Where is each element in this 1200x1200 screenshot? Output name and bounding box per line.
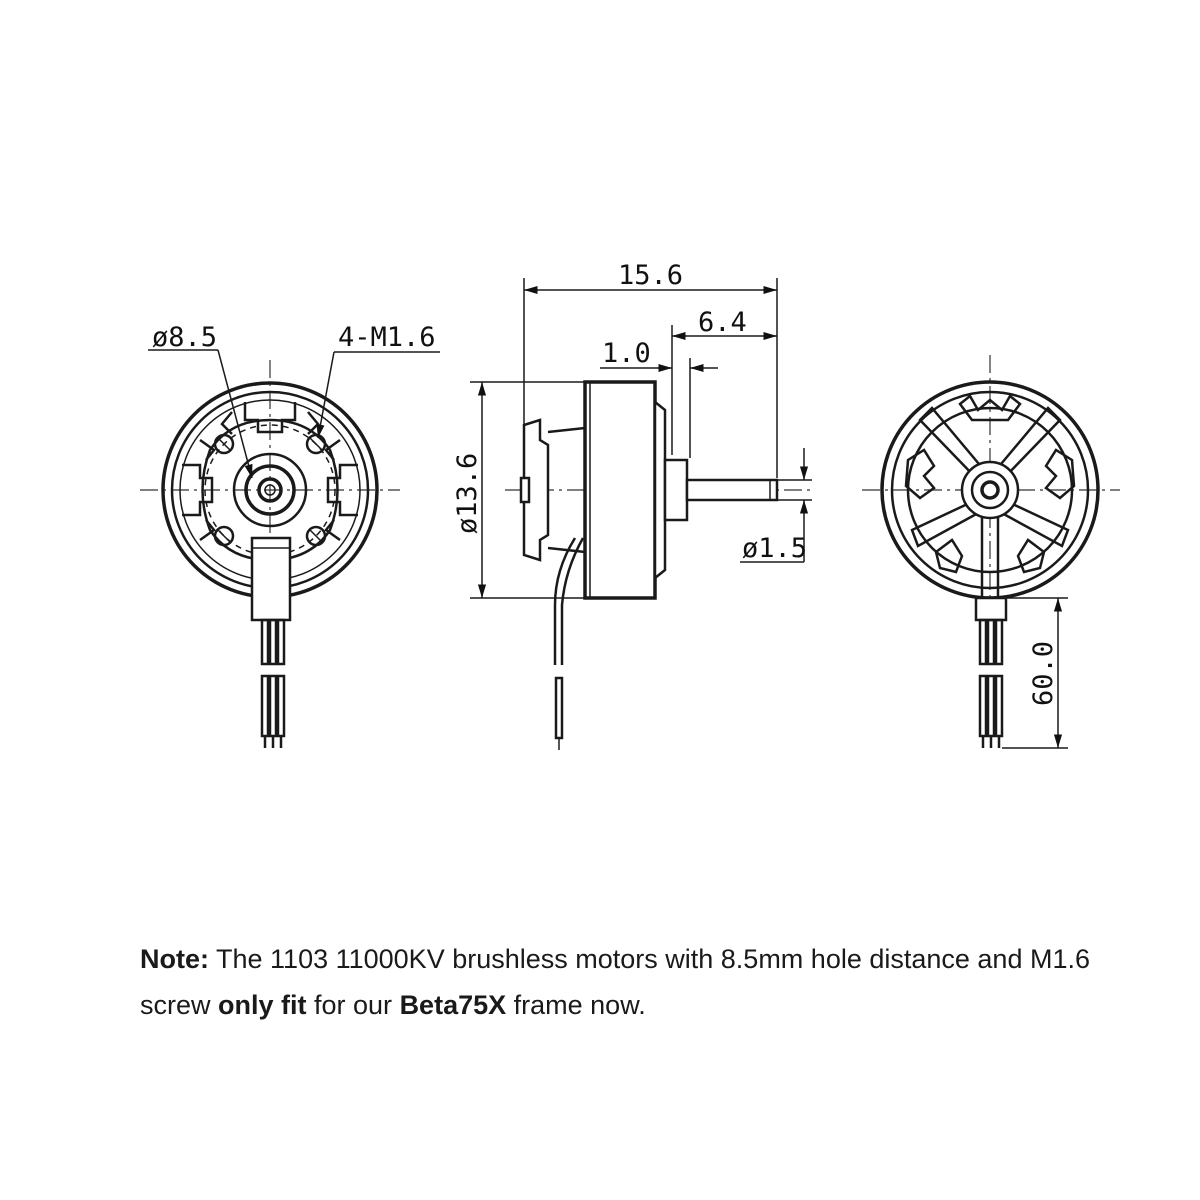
wire-length-label: 60.0 (1028, 641, 1059, 706)
total-length-label: 15.6 (618, 260, 683, 291)
note-emphasis-frame: Beta75X (399, 990, 507, 1020)
motor-diameter-label: ø13.6 (452, 453, 483, 534)
rear-view (862, 355, 1120, 749)
hub-diameter-label: ø8.5 (152, 322, 217, 353)
note-emphasis-fit: only fit (218, 990, 307, 1020)
flange-thickness-label: 1.0 (602, 338, 651, 369)
front-view (140, 349, 440, 748)
compatibility-note: Note: The 1103 11000KV brushless motors … (140, 936, 1100, 1028)
side-view (470, 278, 812, 750)
note-label: Note: (140, 944, 209, 974)
note-text-1: The 1103 11000KV brushless motors with 8… (140, 944, 1090, 1020)
shaft-diameter-label: ø1.5 (742, 533, 807, 564)
note-text-3: frame now. (506, 990, 646, 1020)
note-text-2: for our (306, 990, 400, 1020)
screw-spec-label: 4-M1.6 (338, 322, 436, 353)
shaft-length-label: 6.4 (698, 307, 747, 338)
